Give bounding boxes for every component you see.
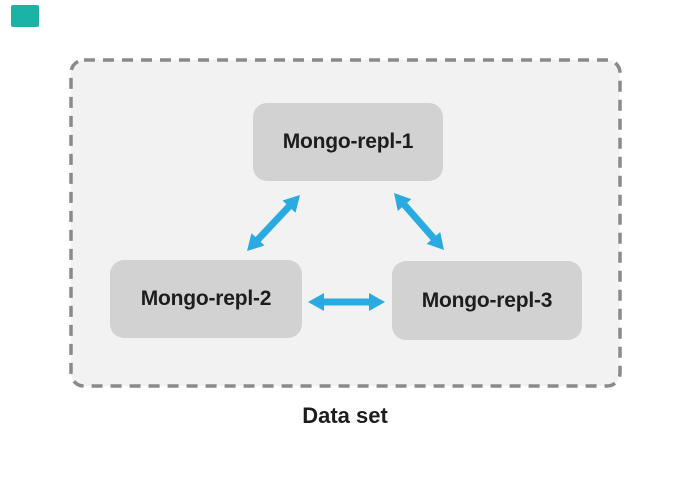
replication-edges <box>247 193 444 311</box>
arrowhead-icon <box>247 233 265 251</box>
node-label: Mongo-repl-3 <box>421 288 553 312</box>
arrowhead-icon <box>369 293 385 311</box>
arrowhead-icon <box>282 195 300 213</box>
arrowhead-icon <box>308 293 324 311</box>
arrowhead-icon <box>426 232 444 250</box>
edge-repl1-repl2 <box>252 201 295 245</box>
node-mongo-repl-3: Mongo-repl-3 <box>392 261 582 340</box>
node-label: Mongo-repl-1 <box>282 130 414 153</box>
arrowhead-icon <box>394 193 412 211</box>
teal-accent-patch <box>11 5 39 27</box>
node-mongo-repl-1: Mongo-repl-1 <box>253 103 443 181</box>
diagram-caption: Data set <box>302 403 388 428</box>
node-label: Mongo-repl-2 <box>140 287 272 310</box>
node-mongo-repl-2: Mongo-repl-2 <box>110 260 302 338</box>
edge-repl1-repl3 <box>399 199 439 244</box>
